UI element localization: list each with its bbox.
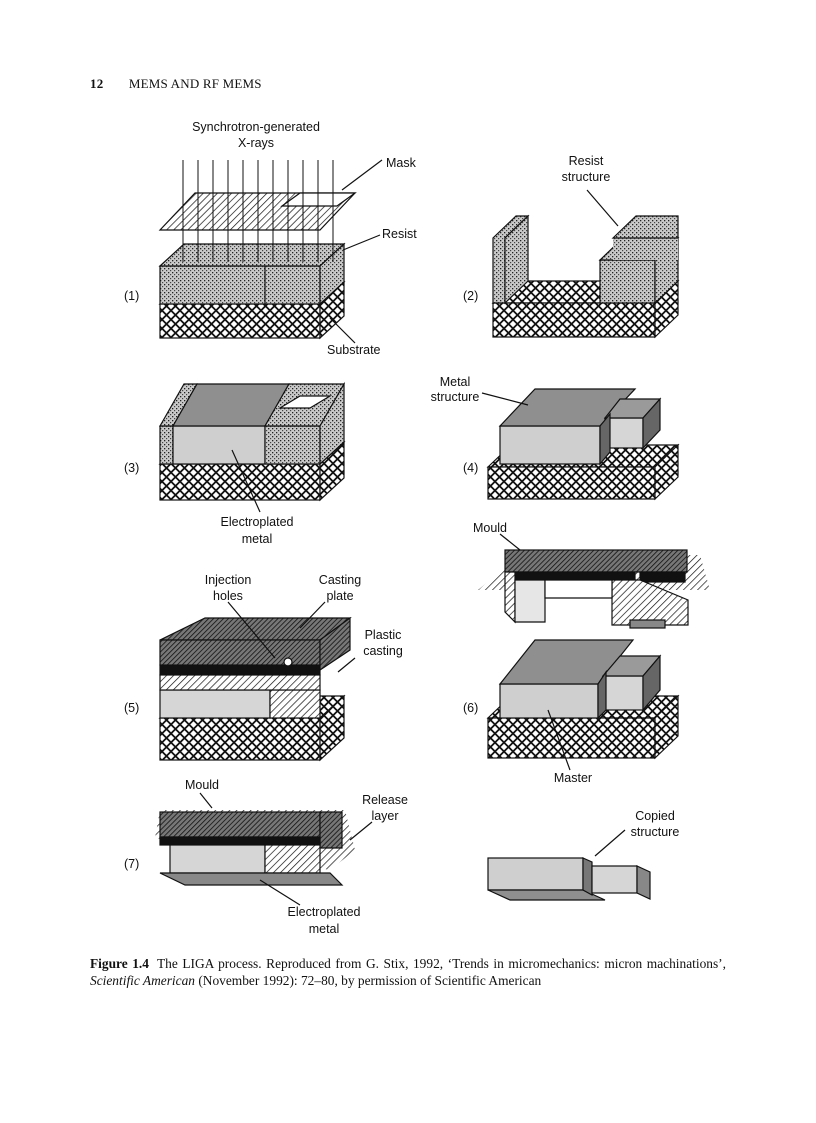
step-label-3: (3): [124, 461, 139, 475]
figure-label: Figure 1.4: [90, 956, 149, 971]
step-label-4: (4): [463, 461, 478, 475]
copied-structure-label-line2: structure: [631, 825, 680, 839]
metal-structure-label-line2: structure: [431, 390, 480, 404]
release-layer-label-line1: Release: [362, 793, 408, 807]
step-5-drawing: [158, 616, 352, 762]
xrays-label-line2: X-rays: [238, 136, 274, 150]
page-number: 12: [90, 76, 104, 91]
electroplated-metal-label-line1: Electroplated: [221, 515, 294, 529]
resist-structure-label-line1: Resist: [569, 154, 604, 168]
electroplated-metal-7-label-line2: metal: [309, 922, 340, 936]
step-3-drawing: [158, 381, 346, 502]
figure-caption: Figure 1.4 The LIGA process. Reproduced f…: [90, 955, 726, 989]
step-label-1: (1): [124, 289, 139, 303]
caption-text-2: (November 1992): 72–80, by permission of…: [195, 973, 542, 988]
resist-structure-label-line2: structure: [562, 170, 611, 184]
mask-label: Mask: [386, 156, 417, 170]
copied-structure-drawing: [487, 857, 651, 901]
copied-structure-label-line1: Copied: [635, 809, 675, 823]
running-title: MEMS AND RF MEMS: [128, 76, 262, 91]
mould-label-step7: Mould: [185, 778, 219, 792]
resist-label: Resist: [382, 227, 417, 241]
casting-plate-label-line1: Casting: [319, 573, 361, 587]
electroplated-metal-label-line2: metal: [242, 532, 273, 546]
step-1-drawing: [158, 160, 357, 340]
casting-plate-label-line2: plate: [326, 589, 353, 603]
step-label-2: (2): [463, 289, 478, 303]
electroplated-metal-7-label-line1: Electroplated: [288, 905, 361, 919]
substrate-label: Substrate: [327, 343, 381, 357]
plastic-casting-label-line2: casting: [363, 644, 403, 658]
step-7-drawing: [155, 810, 355, 886]
injection-holes-label-line2: holes: [213, 589, 243, 603]
master-label: Master: [554, 771, 592, 785]
liga-process-figure: (1) (2) (3) (4) (5) (6) (7) Synchrotron-…: [124, 120, 710, 936]
caption-journal: Scientific American: [90, 973, 195, 988]
plastic-casting-label-line1: Plastic: [365, 628, 402, 642]
step-label-7: (7): [124, 857, 139, 871]
step-label-5: (5): [124, 701, 139, 715]
caption-text-1: The LIGA process. Reproduced from G. Sti…: [156, 956, 726, 971]
release-layer-label-line2: layer: [371, 809, 398, 823]
mould-drawing: [478, 549, 710, 629]
xrays-label-line1: Synchrotron-generated: [192, 120, 320, 134]
running-header: 12 MEMS AND RF MEMS: [90, 76, 262, 92]
step-2-drawing: [491, 214, 680, 339]
step-label-6: (6): [463, 701, 478, 715]
injection-holes-label-line1: Injection: [205, 573, 252, 587]
step-4-drawing: [486, 388, 680, 501]
mould-label: Mould: [473, 521, 507, 535]
step-6-drawing: [486, 639, 680, 760]
metal-structure-label-line1: Metal: [440, 375, 471, 389]
